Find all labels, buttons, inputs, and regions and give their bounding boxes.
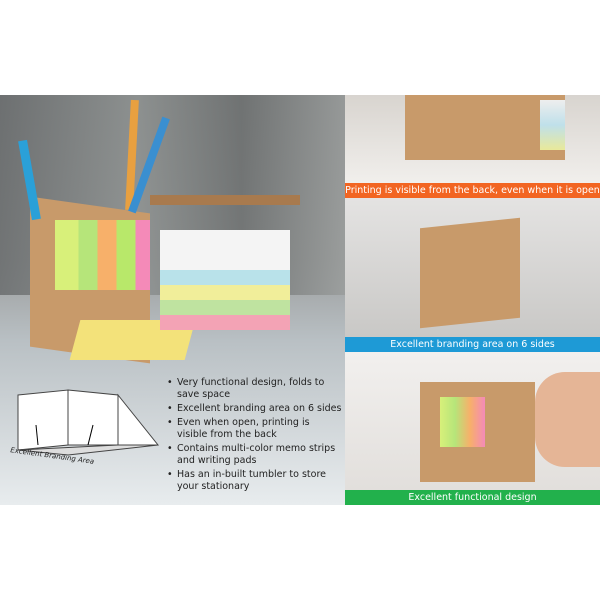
branding-diagram [17, 389, 160, 456]
open-box-back [405, 95, 565, 160]
caption-branding: Excellent branding area on 6 sides [345, 337, 600, 352]
photo-functional [345, 352, 600, 490]
feature-item: Contains multi-color memo strips and wri… [167, 443, 342, 467]
caption-functional: Excellent functional design [345, 490, 600, 505]
memo-cube [160, 230, 290, 330]
lid [150, 195, 300, 205]
photo-back-view [345, 95, 600, 183]
feature-item: Has an in-built tumbler to store your st… [167, 469, 342, 493]
memo-strips [440, 397, 485, 447]
feature-list: Very functional design, folds to save sp… [167, 377, 342, 495]
hand [535, 372, 600, 467]
feature-item: Excellent branding area on 6 sides [167, 403, 342, 415]
photo-closed-cube [345, 198, 600, 337]
closed-cube [420, 217, 520, 329]
feature-item: Very functional design, folds to save sp… [167, 377, 342, 401]
memo-cube-edge [540, 100, 565, 150]
caption-back-view: Printing is visible from the back, even … [345, 183, 600, 198]
memo-strips [55, 220, 150, 290]
feature-item: Even when open, printing is visible from… [167, 417, 342, 441]
main-product-photo: Excellent Branding Area Very functional … [0, 95, 345, 505]
